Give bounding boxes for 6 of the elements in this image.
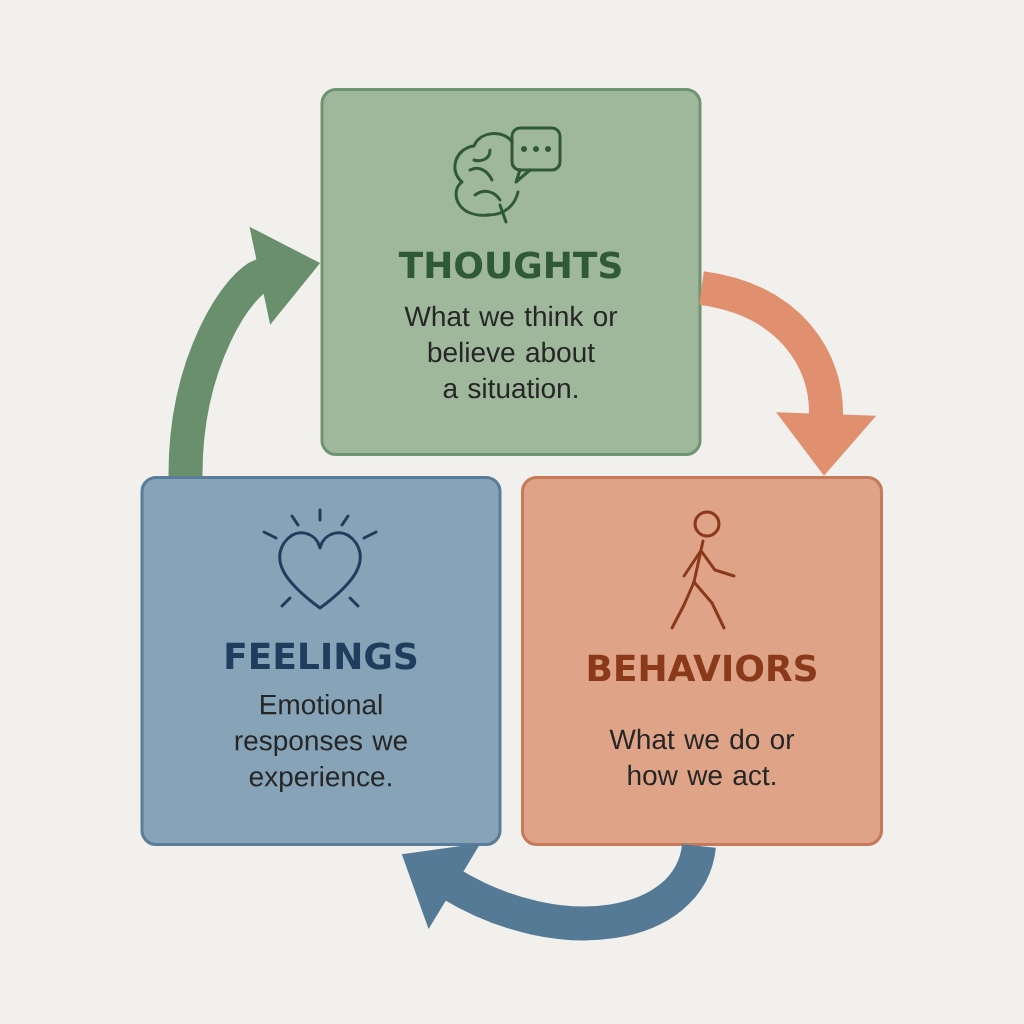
card-heading: THOUGHTS — [398, 251, 621, 279]
card-heading: FEELINGS — [226, 642, 417, 670]
card-heading: BEHAVIORS — [588, 654, 816, 682]
card-description: Emotional responses we experience. — [235, 693, 407, 793]
card-description: What we do or how we act. — [609, 728, 795, 786]
card-description: What we think or believe about a situation. — [404, 305, 618, 399]
